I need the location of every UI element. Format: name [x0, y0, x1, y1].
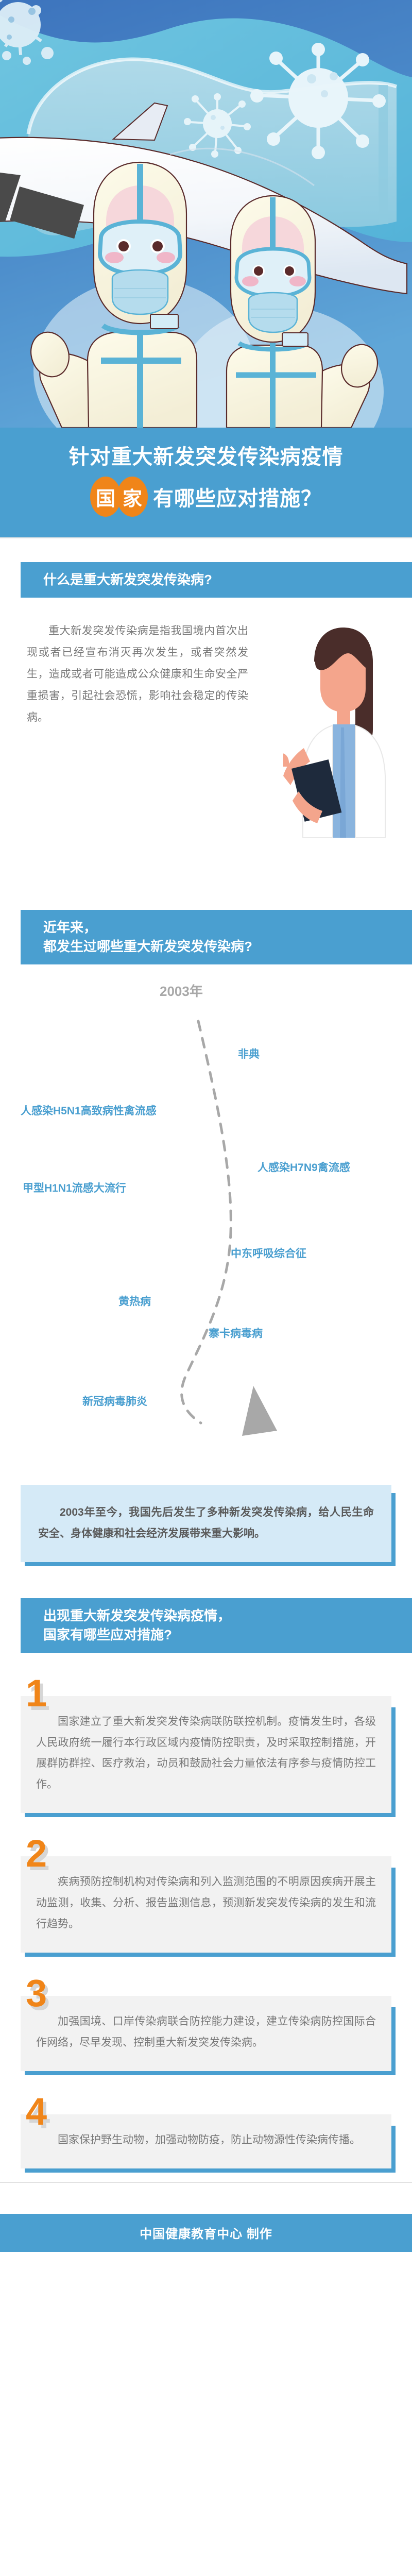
timeline-summary-wrap: 2003年至今，我国先后发生了多种新发突发传染病，给人民生命安全、身体健康和社会… [21, 1484, 396, 1566]
divider-top [0, 537, 412, 539]
section2-title-line2: 都发生过哪些重大新发突发传染病? [43, 939, 252, 954]
arm [283, 748, 310, 786]
goggles-left [97, 219, 183, 277]
lab-coat-right [355, 724, 386, 838]
ribbon-tail [10, 904, 23, 971]
measure-text-1: 国家建立了重大新发突发传染病联防联控机制。疫情发生时，各级人民政府统一履行本行政… [21, 1696, 396, 1818]
section3-title-line1: 出现重大新发突发传染病疫情， [43, 1607, 231, 1623]
section3-title-line2: 国家有哪些应对措施? [43, 1626, 172, 1642]
measure-number-4: 4 [26, 2090, 47, 2133]
measure-item-3: 3 加强国境、口岸传染病联合防控能力建设，建立传染病防控国际合作网络，尽早发现、… [21, 1972, 396, 2075]
country-badge: 国 家 [90, 477, 148, 517]
ribbon-tail [10, 556, 23, 604]
timeline-year-label: 2003年 [160, 983, 203, 999]
medical-worker-left [30, 161, 198, 428]
ribbon-recent: 近年来， 都发生过哪些重大新发突发传染病? [10, 904, 412, 971]
hair-front [315, 629, 373, 670]
timeline-item-2: 人感染H7N9禽流感 [258, 1161, 350, 1174]
measure-number-2: 2 [26, 1832, 47, 1875]
footer-credit: 中国健康教育中心 制作 [140, 2227, 272, 2242]
main-title-line1: 针对重大新发突发传染病疫情 [68, 446, 344, 468]
timeline-item-4: 中东呼吸综合征 [231, 1247, 306, 1260]
timeline-item-0: 非典 [238, 1048, 260, 1060]
section1-body: 重大新发突发传染病是指我国境内首次出现或者已经宣布消灭再次发生，或者突然发生，造… [0, 598, 412, 886]
section-header-what-is: 什么是重大新发突发传染病? [0, 556, 412, 604]
measure-item-4: 4 国家保护野生动物，加强动物防疫，防止动物源性传染病传播。 [21, 2090, 396, 2173]
timeline-dashed-curve [180, 1020, 232, 1425]
mask-right [248, 292, 298, 333]
section-header-recent: 近年来， 都发生过哪些重大新发突发传染病? [0, 904, 412, 971]
virus-icon [0, 0, 54, 65]
timeline-item-3: 甲型H1N1流感大流行 [23, 1182, 126, 1194]
measure-number-3: 3 [26, 1972, 47, 2015]
section1-title: 什么是重大新发突发传染病? [43, 572, 212, 588]
timeline-item-7: 新冠病毒肺炎 [82, 1395, 147, 1408]
measure-text-2: 疾病预防控制机构对传染病和列入监测范围的不明原因疾病开展主动监测，收集、分析、报… [21, 1856, 396, 1957]
measure-item-2: 2 疾病预防控制机构对传染病和列入监测范围的不明原因疾病开展主动监测，收集、分析… [21, 1832, 396, 1957]
ribbon-measures: 出现重大新发突发传染病疫情， 国家有哪些应对措施? [10, 1591, 412, 1659]
hero-illustration [0, 0, 412, 428]
section1-paragraph: 重大新发突发传染病是指我国境内首次出现或者已经宣布消灭再次发生，或者突然发生，造… [27, 625, 248, 724]
measure-text-4: 国家保护野生动物，加强动物防疫，防止动物源性传染病传播。 [21, 2114, 396, 2173]
mask-left [111, 269, 169, 315]
badge-char-jia: 家 [117, 477, 148, 517]
infographic-page: 针对重大新发突发传染病疫情 国 家 有哪些应对措施？ 什么是重大新发突发传染病?… [0, 0, 412, 2252]
section-header-measures: 出现重大新发突发传染病疫情， 国家有哪些应对措施? [0, 1591, 412, 1659]
main-title-line2: 国 家 有哪些应对措施？ [0, 477, 412, 517]
badge-char-guo: 国 [90, 477, 121, 517]
section2-title-line1: 近年来， [43, 920, 97, 936]
outbreak-timeline: 2003年 非典 人感染H5N1高致病性禽流感 人感染H7N9禽流感 甲型H1N… [0, 964, 412, 1480]
main-title-band: 针对重大新发突发传染病疫情 国 家 有哪些应对措施？ [0, 428, 412, 538]
measure-number-1: 1 [26, 1671, 47, 1715]
ribbon-tail [10, 1591, 23, 1659]
divider-bottom [0, 2181, 412, 2183]
page-footer: 中国健康教育中心 制作 [0, 2213, 412, 2252]
hand [283, 753, 289, 767]
timeline-summary-box: 2003年至今，我国先后发生了多种新发突发传染病，给人民生命安全、身体健康和社会… [21, 1484, 396, 1566]
ribbon-what-is: 什么是重大新发突发传染病? [10, 556, 412, 604]
goggles-right [234, 247, 312, 298]
virus-icon-small [184, 93, 251, 158]
timeline-item-6: 寨卡病毒病 [209, 1327, 263, 1340]
measure-item-1: 1 国家建立了重大新发突发传染病联防联控机制。疫情发生时，各级人民政府统一履行本… [21, 1671, 396, 1818]
main-title-rest: 有哪些应对措施？ [153, 487, 322, 511]
timeline-item-5: 黄热病 [118, 1295, 151, 1308]
medical-worker-right [226, 195, 378, 428]
timeline-item-1: 人感染H5N1高致病性禽流感 [21, 1105, 157, 1117]
timeline-arrowhead [242, 1385, 277, 1436]
measure-text-3: 加强国境、口岸传染病联合防控能力建设，建立传染病防控国际合作网络，尽早发现、控制… [21, 1996, 396, 2075]
doctor-illustration [283, 621, 391, 838]
virus-icon-large [250, 43, 386, 159]
